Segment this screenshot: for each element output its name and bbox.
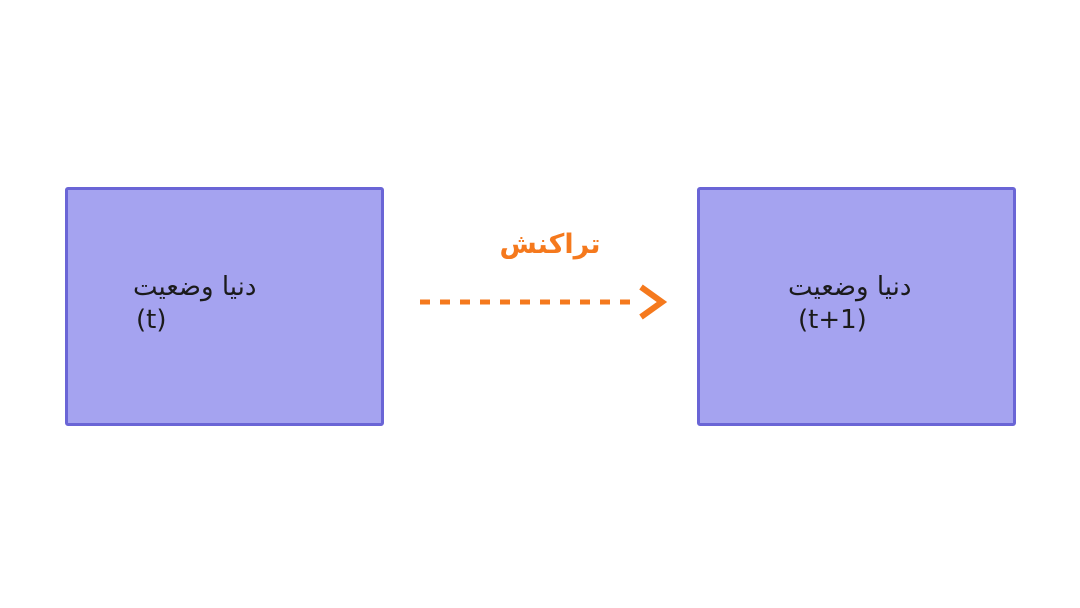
world-state-t-plus-1-text: دنیا وضعیت (t+1) (788, 271, 911, 337)
transition-arrow (420, 284, 668, 320)
world-state-t-subscript: (t) (136, 305, 167, 335)
world-state-t-title: دنیا وضعیت (133, 272, 257, 302)
world-state-t-plus-1-title: دنیا وضعیت (788, 272, 912, 302)
world-state-t-plus-1-subscript: (t+1) (798, 305, 867, 335)
world-state-t-plus-1-box: دنیا وضعیت (t+1) (697, 187, 1016, 426)
transition-arrow-head-icon (639, 284, 668, 320)
world-state-t-box: دنیا وضعیت (t) (65, 187, 384, 426)
world-state-t-text: دنیا وضعیت (t) (133, 271, 256, 337)
transition-arrow-label: تراکنش (499, 229, 601, 260)
